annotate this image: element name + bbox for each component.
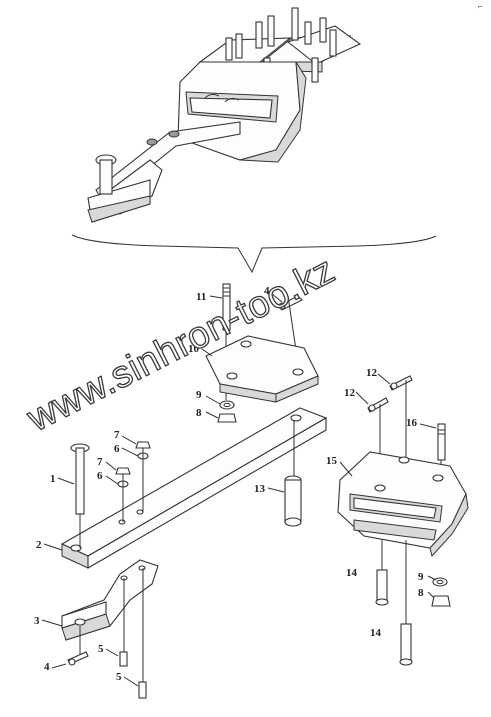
view-separator [71, 234, 437, 274]
top-studs [225, 7, 337, 83]
callout-4-top: 4 [264, 285, 270, 297]
callout-9-right: 9 [418, 571, 424, 583]
part-10-plate [205, 335, 319, 403]
part-4-clip-top [277, 295, 303, 351]
part-1-pin [70, 443, 90, 548]
part-13-pin [284, 420, 302, 527]
callout-8-center: 8 [196, 407, 202, 419]
part-3-hitch [61, 559, 159, 641]
callouts: 11 4 10 9 8 7 6 7 6 1 2 3 4 5 5 13 12 12… [34, 285, 424, 683]
assembled-view [87, 7, 362, 223]
callout-14-upper: 14 [346, 567, 358, 579]
callout-12-upper: 12 [366, 367, 378, 379]
callout-12-lower: 12 [344, 387, 356, 399]
callout-7-lower: 7 [97, 456, 103, 468]
callout-10: 10 [188, 343, 200, 355]
callout-5-lower: 5 [116, 671, 122, 683]
part-14-pins [375, 569, 413, 666]
part-2-bar [60, 407, 328, 569]
part-7-6-hardware [115, 441, 151, 682]
part-15-bracket [337, 451, 469, 624]
leader-lines [41, 293, 437, 687]
callout-3: 3 [34, 615, 40, 627]
callout-4-bottom: 4 [44, 661, 50, 673]
callout-7-upper: 7 [114, 429, 120, 441]
callout-2: 2 [36, 539, 42, 551]
part-8-nut-center [217, 413, 237, 423]
callout-13: 13 [254, 483, 266, 495]
callout-9-center: 9 [196, 389, 202, 401]
callout-6-upper: 6 [114, 443, 120, 455]
part-8-nut-right [431, 595, 451, 607]
callout-5-upper: 5 [98, 643, 104, 655]
part-12-clips [367, 375, 413, 470]
callout-11: 11 [196, 291, 206, 303]
part-4-clip-bottom [67, 626, 89, 666]
corner-mark: ⌐ [478, 2, 483, 11]
part-5-bolts [119, 651, 147, 699]
part-9-washer-center [219, 400, 235, 410]
callout-14-lower: 14 [370, 627, 382, 639]
callout-6-lower: 6 [97, 470, 103, 482]
callout-15: 15 [326, 455, 338, 467]
part-9-washer-right [432, 577, 448, 587]
callout-8-right: 8 [418, 587, 424, 599]
callout-16: 16 [406, 417, 418, 429]
callout-1: 1 [50, 473, 56, 485]
